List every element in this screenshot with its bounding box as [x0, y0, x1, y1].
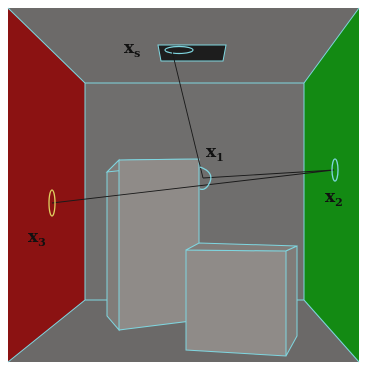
short-box-side — [285, 245, 298, 357]
right-wall — [304, 8, 359, 362]
x1-marker — [199, 166, 212, 190]
x2-marker — [331, 158, 339, 182]
label-xs: xs — [124, 38, 140, 60]
tall-box — [105, 158, 200, 332]
path-segment-xs-x1 — [171, 50, 204, 179]
edge-line — [7, 299, 86, 363]
path-segment-x1-x2 — [202, 169, 335, 179]
label-x3: x3 — [28, 227, 46, 249]
edge-line — [303, 299, 360, 363]
light-sample-ellipse — [164, 45, 194, 55]
short-box — [185, 242, 298, 357]
area-light-panel — [157, 44, 227, 62]
path-segment-x2-x3 — [51, 169, 335, 204]
left-wall — [8, 8, 85, 362]
tall-box-side — [106, 158, 120, 332]
light-path — [51, 50, 335, 204]
label-x2: x2 — [325, 187, 343, 209]
label-x1: x1 — [206, 142, 224, 164]
edge-line — [303, 7, 360, 84]
x3-marker — [48, 189, 56, 217]
edge-line — [7, 7, 86, 84]
short-box-front — [185, 249, 287, 357]
